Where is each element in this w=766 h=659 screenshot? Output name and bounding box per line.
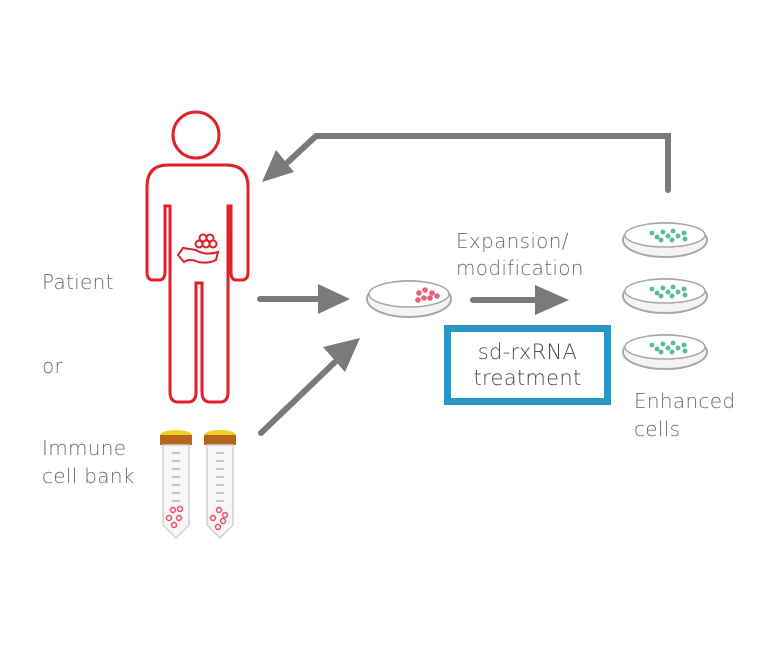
arrow-bank-to-dish-head: [323, 338, 360, 372]
petri-dish-icon: [622, 222, 708, 258]
arrow-patient-to-dish-head: [318, 284, 350, 314]
label-or: or: [42, 354, 64, 378]
petri-dish-icon: [622, 278, 708, 314]
raw-cells: [415, 287, 440, 303]
enhanced-dishes: [622, 222, 708, 370]
label-immune-bank-1: Immune: [42, 436, 127, 460]
label-expansion-1: Expansion/: [456, 229, 569, 253]
test-tube-icon: [160, 430, 236, 540]
label-patient: Patient: [42, 270, 114, 294]
label-enhanced-1: Enhanced: [634, 389, 736, 413]
arrows: [257, 133, 671, 436]
human-figure-icon: [145, 110, 250, 404]
label-immune-bank-2: cell bank: [42, 464, 135, 488]
label-expansion-2: modification: [456, 256, 584, 280]
arrow-return-to-patient: [285, 133, 671, 193]
treatment-label-2: treatment: [473, 366, 582, 390]
petri-dish-icon: [366, 280, 452, 318]
tumor-icon: [176, 233, 220, 264]
label-enhanced-2: cells: [634, 417, 681, 441]
petri-dish-icon: [622, 334, 708, 370]
patient-head: [171, 110, 221, 160]
arrow-return-head: [262, 150, 294, 182]
arrow-expansion-head: [535, 285, 569, 315]
treatment-label-1: sd-rxRNA: [477, 340, 578, 364]
arrow-bank-to-dish: [258, 359, 338, 436]
patient-body: [145, 163, 250, 404]
sd-rxrna-treatment-box: sd-rxRNA treatment: [444, 325, 611, 405]
